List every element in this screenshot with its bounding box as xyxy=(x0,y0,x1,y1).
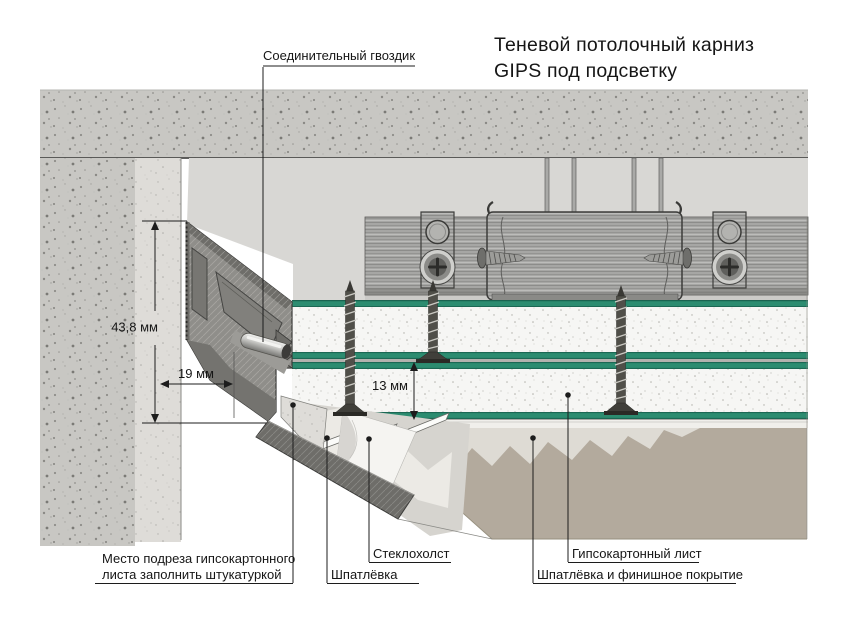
phillips-cross-icon xyxy=(428,257,447,277)
finish-coating xyxy=(436,428,807,540)
putty-skim-layer xyxy=(418,419,808,428)
suspension-bracket-right xyxy=(711,211,748,289)
drywall-screw-2 xyxy=(416,280,450,363)
page-title-line1: Теневой потолочный карниз xyxy=(494,34,754,56)
page-title-line2: GIPS под подсветку xyxy=(494,60,677,82)
bracket-screw xyxy=(711,249,748,285)
suspension-bracket-left xyxy=(419,211,456,289)
label-drywall-sheet: Гипсокартонный лист xyxy=(572,546,702,561)
bracket-screw xyxy=(419,249,456,285)
label-putty: Шпатлёвка xyxy=(331,567,398,582)
dimension-profile-height-label: 43,8 мм xyxy=(111,320,158,335)
concrete-wall xyxy=(40,158,135,546)
dimension-board-thickness: 13 мм xyxy=(372,362,418,420)
connector-screw-left xyxy=(477,247,526,269)
leader-drywall-sheet: Гипсокартонный лист xyxy=(565,392,702,563)
leader-connector-nail: Соединительный гвоздик xyxy=(262,48,415,342)
drywall-screw-3 xyxy=(604,285,638,415)
label-cut-area-line2: листа заполнить штукатуркой xyxy=(102,567,282,582)
shadow-profile xyxy=(185,220,415,520)
profile-flange xyxy=(255,420,415,520)
drywall-screw-1 xyxy=(333,280,367,416)
label-cut-area-line1: Место подреза гипсокартонного xyxy=(102,551,295,566)
drywall-layer-1 xyxy=(291,300,808,359)
label-fiberglass: Стеклохолст xyxy=(373,546,449,561)
dimension-gap-width: 19 мм xyxy=(160,352,235,418)
label-putty-finish: Шпатлёвка и финишное покрытие xyxy=(537,567,743,582)
dimension-profile-height: 43,8 мм xyxy=(111,220,266,424)
label-connector-nail: Соединительный гвоздик xyxy=(263,48,415,63)
leader-cut-area: Место подреза гипсокартонного листа запо… xyxy=(95,402,296,584)
dimension-board-thickness-label: 13 мм xyxy=(372,378,408,393)
connector-nail xyxy=(240,332,292,359)
ceiling-slab xyxy=(40,89,808,159)
leader-putty-finish: Шпатлёвка и финишное покрытие xyxy=(530,435,743,584)
drywall-layer-2 xyxy=(292,362,808,419)
phillips-cross-icon xyxy=(720,257,739,277)
leader-fiberglass: Стеклохолст xyxy=(366,436,451,563)
dimension-gap-width-label: 19 мм xyxy=(178,366,214,381)
leader-putty: Шпатлёвка xyxy=(324,435,419,584)
channel-connector xyxy=(477,201,692,302)
connector-screw-right xyxy=(643,247,692,269)
board-joint-line xyxy=(292,359,808,362)
wall-plaster-layer xyxy=(135,158,182,542)
page-title: Теневой потолочный карниз GIPS под подсв… xyxy=(494,34,754,82)
